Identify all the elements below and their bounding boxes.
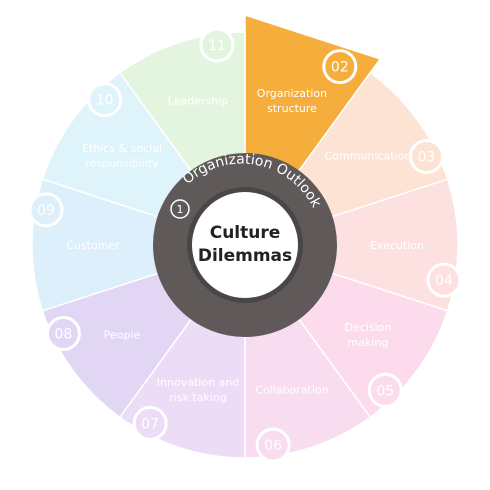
segment-number: 07 — [141, 416, 159, 432]
segment-number-badge: 07 — [132, 405, 168, 441]
segment-label-line: Organization — [257, 87, 327, 100]
segment-label-line: Communication — [325, 150, 412, 163]
segment-number: 05 — [376, 383, 394, 399]
segment-number: 02 — [331, 60, 349, 76]
segment-label-line: Leadership — [168, 94, 228, 107]
segment-number: 09 — [37, 203, 55, 219]
hub-title-line1: Culture — [210, 223, 281, 243]
segment-number-badge: 10 — [87, 82, 123, 118]
segment-number-badge: 08 — [45, 316, 81, 352]
segment-label: Customer — [66, 239, 120, 252]
segment-label: Communication — [325, 150, 412, 163]
segment-label-line: Ethics & social — [82, 142, 162, 155]
segment-label: People — [104, 328, 141, 341]
segment-number: 03 — [418, 149, 436, 165]
ring-number: 1 — [177, 203, 184, 216]
segment-number-badge: 03 — [409, 138, 445, 174]
segment-number-badge: 04 — [426, 262, 462, 298]
segment-label-line: Customer — [66, 239, 120, 252]
segment-number-badge: 09 — [28, 192, 64, 228]
segment-label: Innovation and risk taking — [157, 376, 239, 404]
segment-label-line: responsibility — [85, 157, 159, 170]
segment-label: Decision making — [345, 321, 392, 349]
segment-label: Organization structure — [257, 87, 327, 115]
segment-number: 11 — [208, 38, 226, 54]
segment-label-line: People — [104, 328, 141, 341]
segment-04[interactable] — [242, 178, 459, 312]
segment-wedge[interactable] — [31, 178, 248, 312]
segment-label-line: Execution — [370, 239, 424, 252]
segment-label: Leadership — [168, 94, 228, 107]
segment-09[interactable] — [31, 178, 248, 312]
segment-number: 06 — [264, 438, 282, 454]
segment-label-line: Innovation and — [157, 376, 239, 389]
segment-label: Ethics & social responsibility — [82, 142, 162, 170]
segment-label-line: structure — [267, 102, 317, 115]
ring-number-badge: 1 — [170, 199, 190, 219]
segment-label-line: risk taking — [169, 391, 227, 404]
segment-number: 08 — [55, 327, 73, 343]
hub-circle[interactable] — [192, 192, 298, 298]
segment-number-badge: 02 — [322, 49, 358, 85]
segment-label-line: Collaboration — [255, 384, 328, 397]
segment-label-line: Decision — [345, 321, 392, 334]
segment-label: Execution — [370, 239, 424, 252]
segment-number: 10 — [96, 93, 114, 109]
segment-number-badge: 06 — [255, 427, 291, 463]
segment-number-badge: 05 — [367, 372, 403, 408]
segment-label-line: making — [348, 336, 389, 349]
segment-number: 04 — [435, 273, 453, 289]
hub-title-line2: Dilemmas — [198, 246, 292, 266]
segment-wedge[interactable] — [242, 178, 459, 312]
segment-label: Collaboration — [255, 384, 328, 397]
segment-number-badge: 11 — [199, 27, 235, 63]
